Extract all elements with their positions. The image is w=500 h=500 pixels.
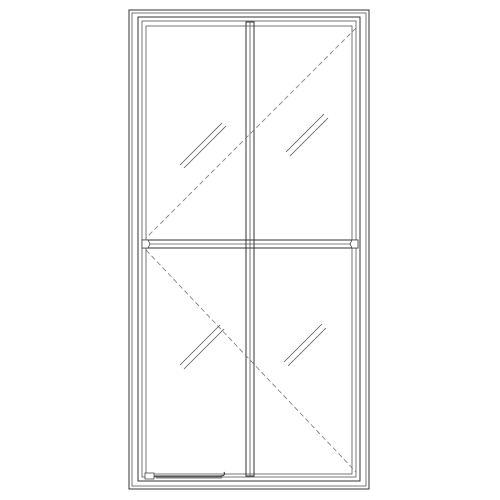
sash-frame bbox=[137, 16, 361, 482]
transom-end-right bbox=[349, 239, 359, 249]
outer-frame-inner-edge bbox=[131, 12, 367, 487]
sash-frame-inner-edge bbox=[141, 20, 357, 478]
glare-mark-upper-left bbox=[179, 122, 227, 169]
glare-mark-lower-left bbox=[179, 324, 225, 370]
transom-end-left bbox=[141, 239, 151, 249]
glass-area bbox=[145, 25, 353, 475]
glare-mark-lower-right bbox=[283, 323, 327, 367]
outer-frame bbox=[128, 9, 370, 490]
upper-opening-indicator bbox=[145, 27, 357, 239]
handle-detail bbox=[144, 471, 225, 480]
lower-opening-indicator bbox=[145, 249, 357, 473]
glare-mark-upper-right bbox=[285, 113, 329, 157]
